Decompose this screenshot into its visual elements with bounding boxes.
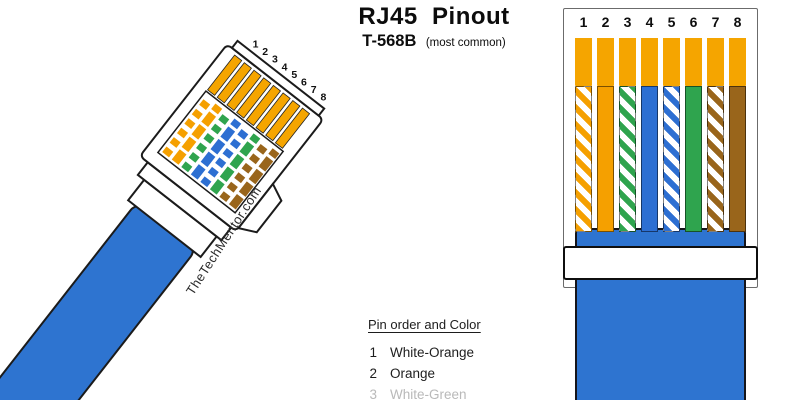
- pin-order-item: 3 White-Green: [368, 384, 481, 400]
- pin-number: 7: [711, 14, 720, 30]
- plug-contacts: [206, 54, 311, 149]
- plug-contact: [226, 69, 262, 112]
- pin-order-list: 1 White-Orange 2 Orange 3 White-Green: [368, 342, 481, 400]
- plug-contact: [216, 62, 252, 104]
- plug-wires: [162, 96, 280, 210]
- plug-contact: [236, 77, 272, 119]
- plug-wire-orange: [171, 103, 223, 165]
- gold-contact: [575, 38, 592, 86]
- plug-pin-number: 3: [272, 54, 278, 66]
- standard-subtitle: T-568B (most common): [338, 32, 530, 51]
- plug-pin-number: 5: [291, 69, 297, 81]
- plug-contact: [255, 92, 291, 134]
- pin-order-item: 2 Orange: [368, 363, 481, 384]
- wire-row: [575, 86, 746, 232]
- plug-wire-green: [209, 133, 261, 195]
- plug-pin-number: 1: [253, 39, 259, 51]
- wire-white-blue: [663, 86, 680, 232]
- pin-order-color: White-Orange: [390, 345, 475, 360]
- contact-row: [575, 38, 746, 86]
- wire-orange: [597, 86, 614, 232]
- pin-order-number: 3: [369, 387, 377, 400]
- gold-contact: [685, 38, 702, 86]
- pin-number: 8: [733, 14, 742, 30]
- wire-brown: [729, 86, 746, 232]
- pin-order-number: 2: [369, 366, 377, 381]
- pin-order-number: 1: [369, 345, 377, 360]
- plug-pin-number: 4: [282, 61, 288, 73]
- pin-number: 2: [601, 14, 610, 30]
- pin-order-item: 1 White-Orange: [368, 342, 481, 363]
- pin-number: 6: [689, 14, 698, 30]
- plug-contact: [245, 84, 282, 127]
- wire-blue: [641, 86, 658, 232]
- gold-contact: [641, 38, 658, 86]
- pin-order-color: White-Green: [390, 387, 467, 400]
- plug-latch: [236, 182, 283, 234]
- page-title: RJ45 Pinout: [358, 3, 510, 30]
- wire-white-green: [619, 86, 636, 232]
- plug-wire-brown: [228, 148, 280, 210]
- plug-pin-number: 2: [262, 46, 268, 58]
- pin-number: 4: [645, 14, 654, 30]
- plug-pin-number: 8: [320, 92, 326, 104]
- gold-contact: [619, 38, 636, 86]
- gold-contact: [597, 38, 614, 86]
- standard-note: (most common): [425, 37, 506, 49]
- pin-number: 5: [667, 14, 676, 30]
- wire-white-brown: [707, 86, 724, 232]
- plug-pin-number: 6: [301, 76, 307, 88]
- pin-number: 3: [623, 14, 632, 30]
- pin-order-heading: Pin order and Color: [368, 317, 481, 332]
- pin-order-section: Pin order and Color 1 White-Orange 2 Orange…: [368, 317, 481, 400]
- wire-white-orange: [575, 86, 592, 232]
- plug-contact: [206, 54, 243, 96]
- gold-contact: [729, 38, 746, 86]
- plug-contact: [265, 99, 301, 142]
- gold-contact: [707, 38, 724, 86]
- pin-order-color: Orange: [390, 366, 436, 381]
- pin-number: 1: [579, 14, 588, 30]
- strain-relief-band: [563, 246, 758, 280]
- plug-wire-blue: [190, 118, 242, 180]
- wire-green: [685, 86, 702, 232]
- plug-contact: [274, 107, 311, 149]
- gold-contact: [663, 38, 680, 86]
- standard-name: T-568B: [362, 32, 417, 50]
- plug-tip: [230, 39, 326, 118]
- plug-pin-number: 7: [311, 84, 317, 96]
